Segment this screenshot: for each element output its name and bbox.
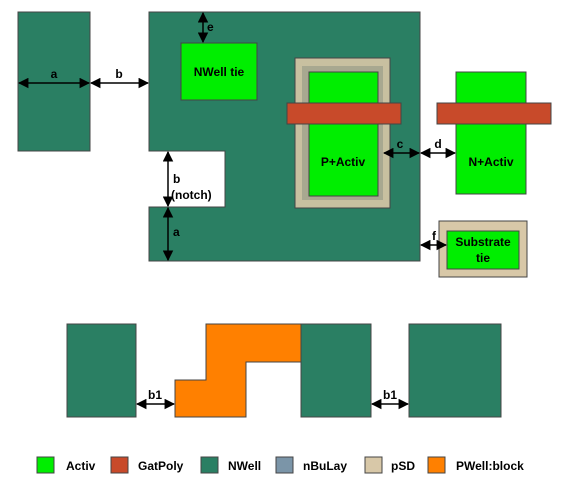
bottom-nwell-middle <box>300 323 372 418</box>
gatpoly-n <box>436 102 552 125</box>
legend-swatch-activ <box>36 456 55 474</box>
substrate-tie-label-2: tie <box>476 251 490 265</box>
dim-d-label: d <box>434 137 441 151</box>
dim-b1-left-label: b1 <box>148 388 162 402</box>
dim-b-top-label: b <box>115 67 122 81</box>
dim-b1-right-label: b1 <box>383 388 397 402</box>
legend-label-activ: Activ <box>66 459 96 473</box>
p-activ-label: P+Activ <box>321 155 366 169</box>
dim-f-label: f <box>432 229 437 243</box>
bottom-nwell-right <box>408 323 502 418</box>
legend-label-pwell-block: PWell:block <box>456 459 524 473</box>
p-activ <box>308 71 379 197</box>
nwell-tie-activ <box>180 42 258 101</box>
legend-label-nbulay: nBuLay <box>303 459 347 473</box>
legend-label-psd: pSD <box>391 459 415 473</box>
legend-swatch-nbulay <box>275 456 294 474</box>
dim-b-notch-label-2: (notch) <box>171 188 212 202</box>
dim-a-left-label: a <box>51 67 58 81</box>
legend: Activ GatPoly NWell nBuLay pSD PWell:blo… <box>36 456 524 474</box>
nwell-tie-label: NWell tie <box>194 65 245 79</box>
legend-label-nwell: NWell <box>228 459 261 473</box>
n-activ <box>455 71 527 195</box>
left-nwell <box>17 11 91 152</box>
pwell-block-shape <box>174 323 302 418</box>
dim-e-label: e <box>207 20 214 34</box>
bottom-nwell-left <box>66 323 137 418</box>
gatpoly-p <box>286 102 402 125</box>
n-activ-label: N+Activ <box>468 155 513 169</box>
legend-label-gatpoly: GatPoly <box>138 459 184 473</box>
legend-swatch-pwell-block <box>427 456 446 474</box>
legend-swatch-gatpoly <box>110 456 129 474</box>
dim-b-notch-label-1: b <box>173 172 180 186</box>
legend-swatch-psd <box>364 456 383 474</box>
legend-swatch-nwell <box>200 456 219 474</box>
dim-c-label: c <box>397 137 404 151</box>
substrate-tie-label-1: Substrate <box>455 235 511 249</box>
dim-a-bottom-label: a <box>173 225 180 239</box>
